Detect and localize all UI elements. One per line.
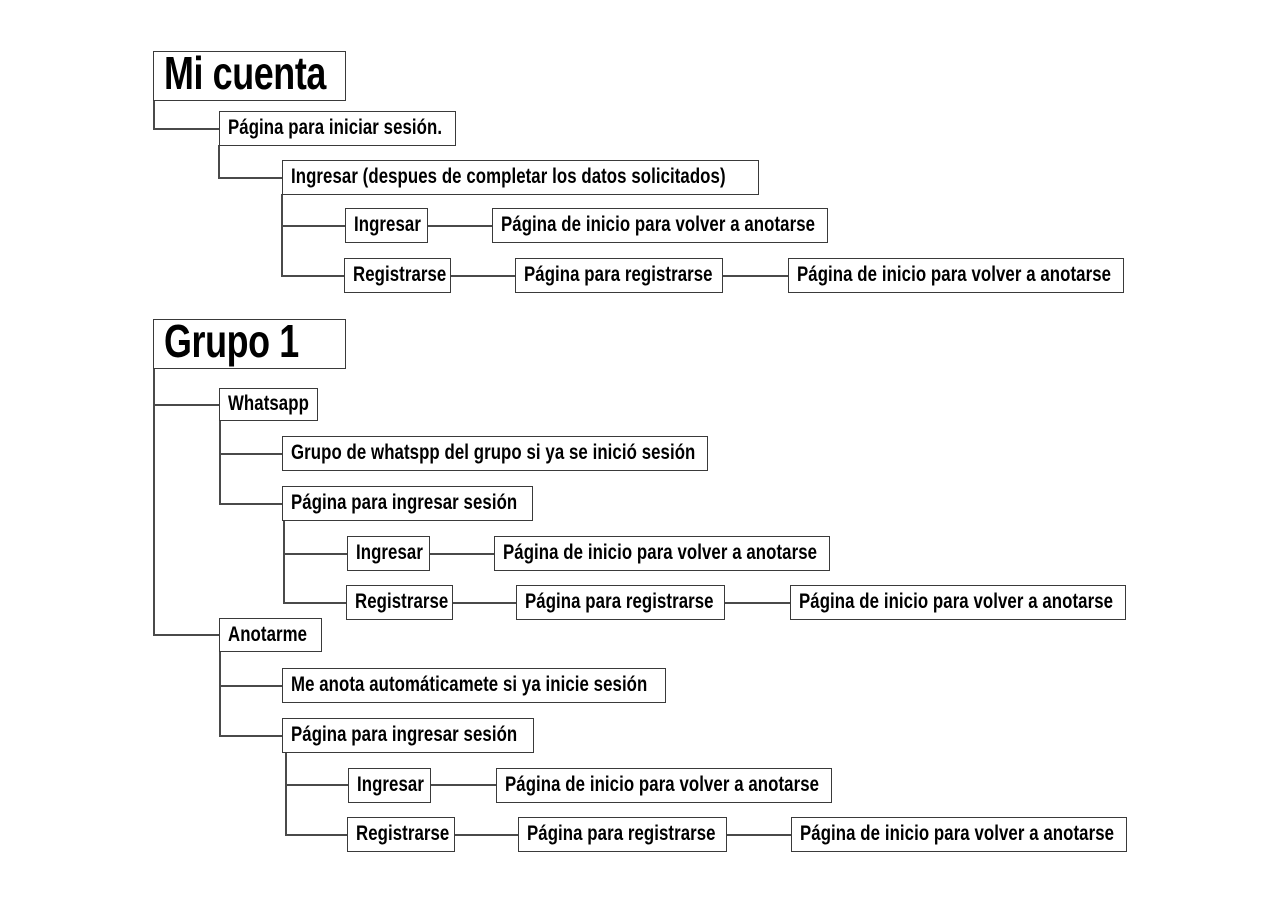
node-pagina-inicio-a[interactable]: Página de inicio para volver a anotarse [492, 208, 828, 243]
connector-horizontal [285, 784, 350, 786]
node-pagina-registrarse-c[interactable]: Página para registrarse [518, 817, 727, 852]
node-pagina-inicio-c2[interactable]: Página de inicio para volver a anotarse [791, 817, 1127, 852]
section-header-label: Mi cuenta [164, 47, 326, 99]
connector-horizontal [452, 602, 517, 604]
node-pagina-inicio-b2[interactable]: Página de inicio para volver a anotarse [790, 585, 1126, 620]
node-registrarse-a[interactable]: Registrarse [344, 258, 451, 293]
connector-vertical [219, 651, 221, 736]
node-label: Página de inicio para volver a anotarse [505, 773, 820, 796]
node-label: Página para registrarse [524, 263, 713, 286]
connector-horizontal [427, 225, 493, 227]
connector-vertical [285, 752, 287, 835]
connector-horizontal [153, 404, 220, 406]
node-label: Página para registrarse [525, 590, 714, 613]
node-anotarme[interactable]: Anotarme [219, 618, 322, 652]
node-label: Página de inicio para volver a anotarse [797, 263, 1112, 286]
node-label: Anotarme [228, 622, 308, 646]
node-label: Registrarse [355, 590, 449, 613]
connector-vertical [219, 420, 221, 504]
connector-horizontal [219, 735, 283, 737]
node-label: Whatsapp [228, 392, 309, 415]
node-label: Página para registrarse [527, 822, 716, 845]
connector-horizontal [219, 685, 283, 687]
node-pagina-iniciar-sesion[interactable]: Página para iniciar sesión. [219, 111, 456, 146]
node-label: Ingresar [354, 213, 421, 236]
connector-vertical-trunk [153, 369, 155, 636]
node-pagina-ingresar-sesion-b[interactable]: Página para ingresar sesión [282, 486, 533, 521]
connector-horizontal [153, 634, 220, 636]
node-ingresar-c[interactable]: Ingresar [348, 768, 431, 803]
connector-horizontal [454, 834, 519, 836]
section-header-grupo-1[interactable]: Grupo 1 [153, 315, 346, 369]
connector-horizontal [219, 503, 283, 505]
section-header-label: Grupo 1 [164, 315, 299, 367]
node-label: Página de inicio para volver a anotarse [800, 822, 1115, 845]
node-pagina-ingresar-sesion-c[interactable]: Página para ingresar sesión [282, 718, 534, 753]
connector-horizontal [428, 553, 495, 555]
node-label: Página de inicio para volver a anotarse [503, 541, 818, 564]
node-label: Página de inicio para volver a anotarse [501, 213, 816, 236]
connector-horizontal [281, 225, 346, 227]
connector-horizontal [451, 275, 516, 277]
node-me-anota[interactable]: Me anota automáticamete si ya inicie ses… [282, 668, 666, 703]
node-pagina-inicio-a2[interactable]: Página de inicio para volver a anotarse [788, 258, 1124, 293]
node-pagina-inicio-b[interactable]: Página de inicio para volver a anotarse [494, 536, 830, 571]
node-label: Página para ingresar sesión [291, 723, 518, 746]
node-label: Registrarse [353, 263, 447, 286]
connector-horizontal [285, 834, 350, 836]
connector-horizontal [218, 177, 282, 179]
node-label: Ingresar (despues de completar los datos… [291, 165, 726, 188]
connector-vertical [281, 194, 283, 276]
node-registrarse-b[interactable]: Registrarse [346, 585, 453, 620]
node-label: Página para ingresar sesión [291, 491, 518, 514]
node-pagina-inicio-c[interactable]: Página de inicio para volver a anotarse [496, 768, 832, 803]
node-pagina-registrarse-b[interactable]: Página para registrarse [516, 585, 725, 620]
connector-horizontal [722, 275, 789, 277]
node-whatsapp[interactable]: Whatsapp [219, 388, 318, 421]
connector-horizontal [726, 834, 792, 836]
connector-horizontal [283, 553, 349, 555]
node-registrarse-c[interactable]: Registrarse [347, 817, 455, 852]
node-label: Ingresar [357, 773, 424, 796]
connector-vertical [218, 145, 220, 178]
node-label: Ingresar [356, 541, 423, 564]
section-header-mi-cuenta[interactable]: Mi cuenta [153, 47, 346, 101]
connector-horizontal [219, 453, 283, 455]
node-ingresar-despues[interactable]: Ingresar (despues de completar los datos… [282, 160, 759, 195]
node-label: Página de inicio para volver a anotarse [799, 590, 1114, 613]
node-ingresar-b[interactable]: Ingresar [347, 536, 430, 571]
node-label: Grupo de whatspp del grupo si ya se inic… [291, 441, 696, 464]
node-label: Página para iniciar sesión. [228, 116, 443, 139]
connector-vertical [153, 100, 155, 129]
node-ingresar-a[interactable]: Ingresar [345, 208, 428, 243]
connector-horizontal [281, 275, 346, 277]
node-label: Me anota automáticamete si ya inicie ses… [291, 673, 648, 696]
connector-horizontal [724, 602, 791, 604]
connector-vertical [283, 520, 285, 603]
node-grupo-whatspp[interactable]: Grupo de whatspp del grupo si ya se inic… [282, 436, 708, 471]
node-label: Registrarse [356, 822, 450, 845]
connector-horizontal [153, 128, 219, 130]
connector-horizontal [283, 602, 349, 604]
connector-horizontal [430, 784, 497, 786]
node-pagina-registrarse-a[interactable]: Página para registrarse [515, 258, 723, 293]
